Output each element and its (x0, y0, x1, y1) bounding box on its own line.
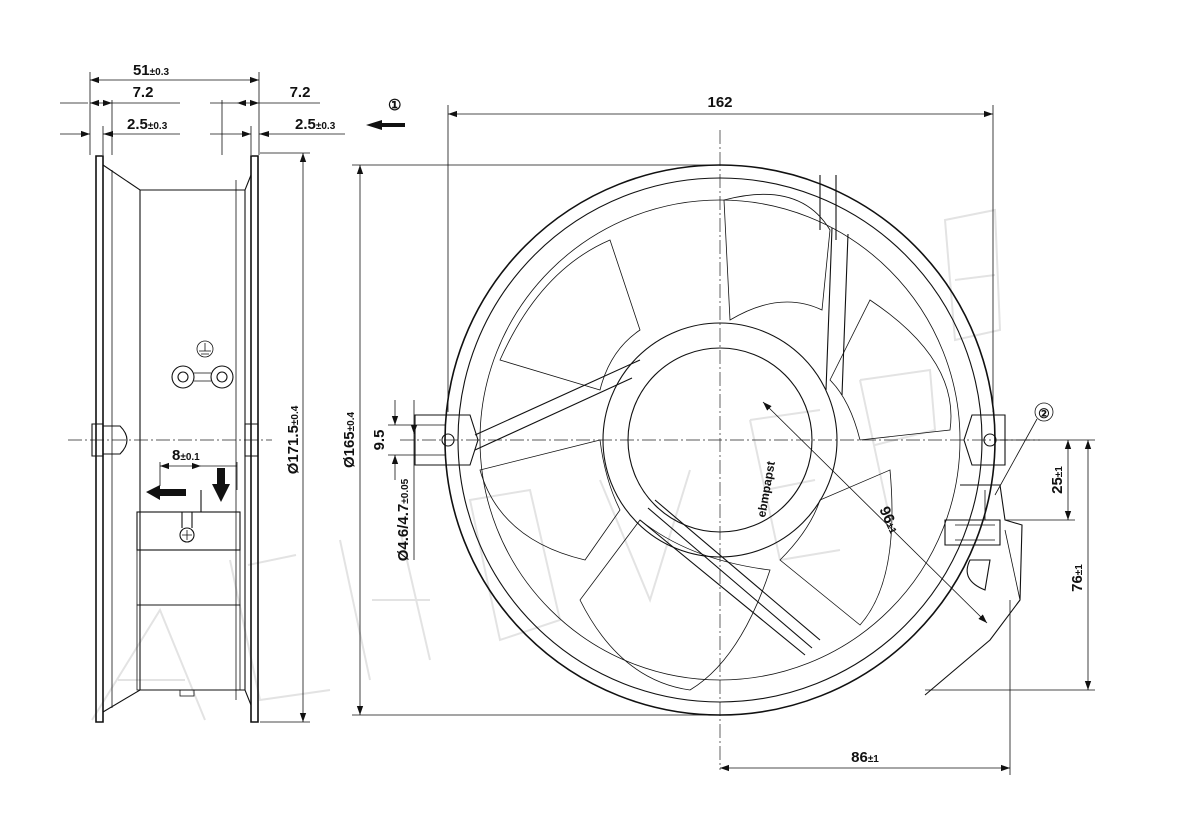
dim-mount-span: 162 (707, 94, 732, 111)
dim-slot-height: 9.5 (371, 430, 388, 451)
blade (829, 299, 952, 441)
blade (779, 469, 893, 626)
dim-outer-diameter: Ø171.5±0.4 (285, 405, 302, 474)
dim-horizontal-offset: 86±1 (851, 749, 879, 766)
blade (479, 439, 621, 561)
dim-right-lip: 2.5±0.3 (295, 116, 336, 133)
callout-2: ② (1038, 406, 1050, 421)
dim-box-offset-small: 25±1 (1049, 466, 1066, 494)
dim-connector-offset: 8±0.1 (172, 447, 200, 464)
callout-1: ① (388, 97, 401, 114)
blade (499, 239, 641, 391)
blade (579, 519, 771, 691)
dim-box-offset-large: 76±1 (1069, 564, 1086, 592)
hub-label: ebmpapst (754, 460, 778, 518)
dim-frame-diameter: Ø165±0.4 (341, 412, 358, 469)
side-view (68, 155, 272, 723)
side-dimensions: 51±0.3 7.2 7.2 2.5±0.3 2.5±0.3 Ø171.5±0.… (60, 62, 345, 723)
dim-right-flange: 7.2 (290, 84, 311, 101)
front-dimensions: ① 162 Ø165±0.4 9.5 Ø4.6/4.7±0.05 96±1 ② … (341, 94, 1095, 775)
dim-hole-diameter: Ø4.6/4.7±0.05 (395, 478, 412, 561)
dim-radius: 96±1 (876, 504, 903, 537)
blade (723, 193, 831, 321)
dim-left-flange: 7.2 (133, 84, 154, 101)
front-view: ebmpapst (400, 130, 1040, 770)
dim-left-lip: 2.5±0.3 (127, 116, 168, 133)
dim-overall-width: 51±0.3 (133, 62, 170, 79)
